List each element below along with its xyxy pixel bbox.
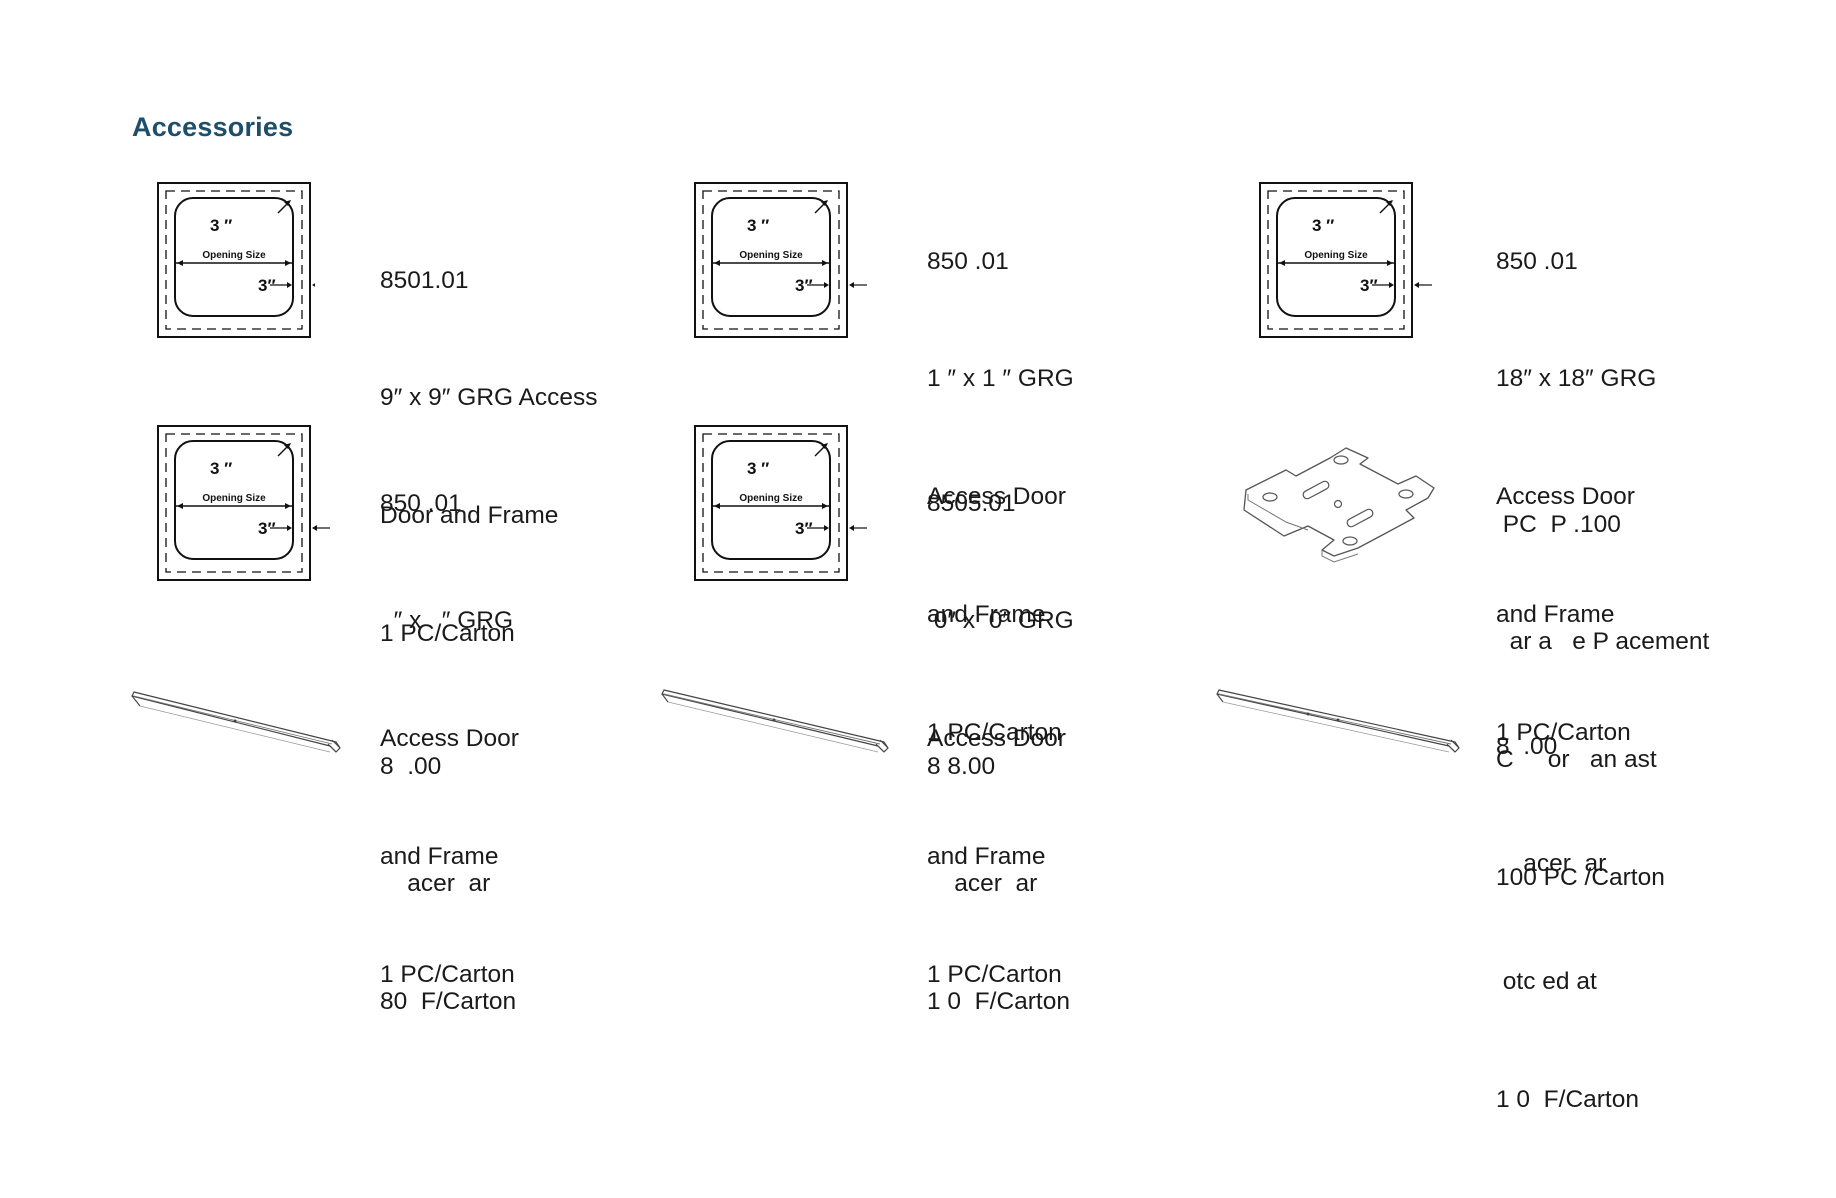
door-size-label: 3 ″ [747,216,769,235]
product-description-line: otc ed at [1496,968,1597,996]
product-number: 8 8.00 [927,752,996,780]
product-number: 850 .01 [380,489,462,517]
product-text: 8505.01 0″ x 0″ GRG Access Door and Fram… [927,405,1074,1073]
product-description-line: Access Door [927,725,1066,753]
product-description-line: 0″ x 0″ GRG [927,607,1074,635]
opening-size-label: Opening Size [739,493,803,504]
door-size-label: 3 ″ [1312,216,1334,235]
product-number: 850 .01 [1496,247,1578,275]
spacer-bar-drawing [661,689,889,753]
access-door-drawing: 3 ″ Opening Size 3″ [157,182,315,338]
product-packaging: 1 0 F/Carton [1496,1086,1639,1114]
product-number: 8501.01 [380,266,469,294]
margin-label: 3″ [1360,276,1378,295]
product-packaging: 1 PC/Carton [927,961,1062,989]
product-description-line: Access Door [380,725,519,753]
product-description-line: 1 ″ x 1 ″ GRG [927,365,1074,393]
product-description-line: 9″ x 9″ GRG Access [380,384,598,412]
access-door-drawing: 3 ″ Opening Size 3″ [694,425,867,581]
product-packaging: 1 PC/Carton [380,620,515,648]
product-number: 8 .00 [1496,732,1558,760]
product-text: 850 .01 ″ x ″ GRG Access Door and Frame … [380,405,519,1073]
access-door-drawing: 3 ″ Opening Size 3″ [694,182,867,338]
product-text: 850 .01 18″ x 18″ GRG Access Door and Fr… [1496,163,1656,831]
opening-size-label: Opening Size [202,493,266,504]
access-door-drawing: 3 ″ Opening Size 3″ [157,425,330,581]
product-text: 8 .00 acer ar otc ed at 1 0 F/Carton [1496,648,1639,1198]
access-door-drawing: 3 ″ Opening Size 3″ [1259,182,1432,338]
product-packaging: 100 PC /Carton [1496,864,1665,892]
margin-label: 3″ [258,276,276,295]
product-number: 8505.01 [927,489,1016,517]
product-description-line: acer ar [927,870,1038,898]
door-size-label: 3 ″ [747,459,769,478]
product-number: 850 .01 [927,247,1009,275]
product-description-line: C or an ast [1496,746,1657,774]
product-packaging: 1 PC/Carton [927,719,1062,747]
margin-label: 3″ [795,276,813,295]
opening-size-label: Opening Size [739,250,803,261]
opening-size-label: Opening Size [202,250,266,261]
product-number: 8 .00 [380,752,442,780]
product-description-line: 18″ x 18″ GRG [1496,365,1657,393]
spacer-bar-drawing [1216,689,1460,753]
product-description-line: and Frame [1496,601,1615,629]
product-description-line: and Frame [927,601,1046,629]
product-text: 850 .01 1 ″ x 1 ″ GRG Access Door and Fr… [927,163,1074,831]
product-description-line: and Frame [927,843,1046,871]
page-title: Accessories [132,112,294,142]
product-packaging: 80 F/Carton [380,988,517,1016]
product-packaging: 1 PC/Carton [380,961,515,989]
door-size-label: 3 ″ [210,459,232,478]
product-number: PC P .100 [1496,510,1621,538]
product-text: 8 .00 acer ar 80 F/Carton [380,668,516,1100]
product-description-line: Door and Frame [380,502,559,530]
opening-size-label: Opening Size [1304,250,1368,261]
margin-label: 3″ [795,519,813,538]
product-description-line: and Frame [380,843,499,871]
product-text: PC P .100 ar a e P acement C or an ast 1… [1496,426,1709,976]
product-text: 8501.01 9″ x 9″ GRG Access Door and Fram… [380,182,598,732]
mounting-plate-drawing [1243,447,1435,563]
product-description-line: ″ x ″ GRG [380,607,514,635]
door-size-label: 3 ″ [210,216,232,235]
product-packaging: 1 0 F/Carton [927,988,1070,1016]
product-description-line: Access Door [927,483,1066,511]
product-description-line: Access Door [1496,483,1635,511]
product-text: 8 8.00 acer ar 1 0 F/Carton [927,668,1070,1100]
product-description-line: ar a e P acement [1496,628,1710,656]
spacer-bar-drawing [131,691,341,753]
product-packaging: 1 PC/Carton [1496,719,1631,747]
product-description-line: acer ar [1496,850,1607,878]
margin-label: 3″ [258,519,276,538]
product-description-line: acer ar [380,870,491,898]
